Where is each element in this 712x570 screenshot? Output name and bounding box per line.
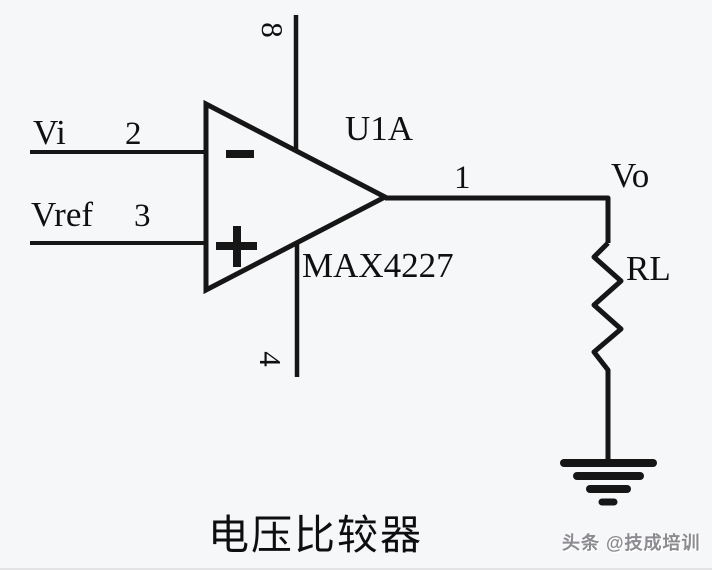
noninverting-input-pin-number: 3 <box>134 198 151 234</box>
positive-supply-pin-number: 8 <box>255 22 290 38</box>
watermark-text: 头条 @技成培训 <box>562 533 701 553</box>
output-pin-number: 1 <box>454 160 471 196</box>
negative-supply-pin-number: 4 <box>253 351 288 367</box>
inverting-input-pin-number: 2 <box>125 116 142 152</box>
output-wire <box>385 195 611 243</box>
opamp-designator: U1A <box>345 109 414 148</box>
diagram-caption: 电压比较器 <box>208 512 423 558</box>
opamp-part-number: MAX4227 <box>302 246 454 285</box>
output-label: Vo <box>611 156 649 195</box>
plus-symbol <box>216 226 257 267</box>
noninverting-input-label: Vref <box>31 195 93 234</box>
ground-symbol <box>560 459 657 506</box>
load-resistor-label: RL <box>626 249 671 288</box>
load-resistor-symbol <box>591 241 624 462</box>
inverting-input-label: Vi <box>33 113 66 152</box>
opamp-triangle <box>203 99 391 295</box>
